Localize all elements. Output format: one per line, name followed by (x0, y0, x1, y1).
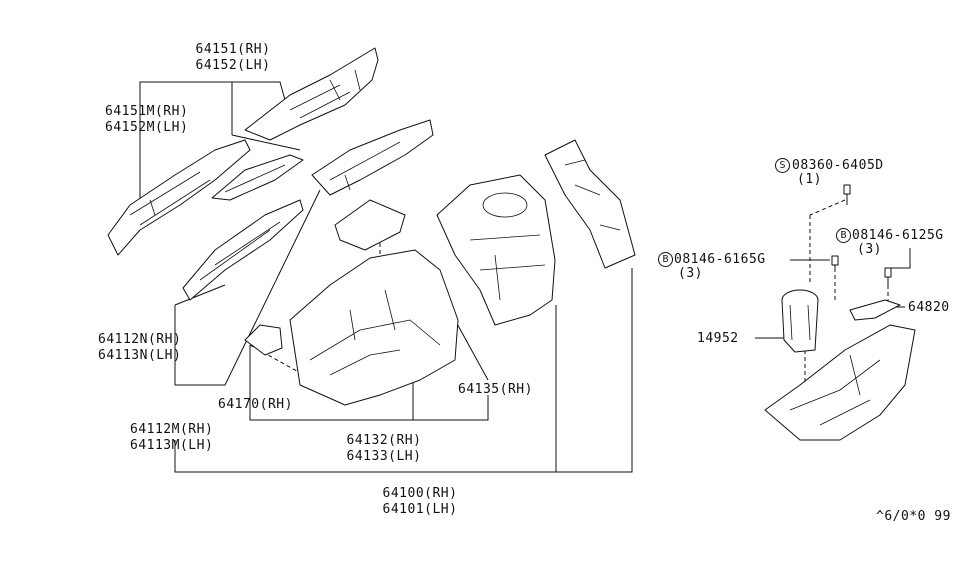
label-64113n: 64113N(LH) (98, 348, 182, 363)
label-64113m: 64113M(LH) (130, 438, 214, 453)
part-64132-housing (289, 249, 459, 406)
label-bolt2-qty: (3) (678, 266, 703, 281)
screw-badge-icon: S (775, 158, 790, 173)
part-small-bracket (211, 154, 304, 201)
part-14952-bracket (781, 289, 819, 353)
part-64135-housing (436, 174, 556, 326)
label-64820: 64820 (908, 300, 950, 315)
part-64112m-member (311, 119, 434, 196)
label-64152m: 64152M(LH) (105, 120, 189, 135)
label-14952: 14952 (697, 331, 739, 346)
bolt-badge-icon: B (658, 252, 673, 267)
label-64112m: 64112M(RH) (130, 422, 214, 437)
label-screw-part: 08360-6405D (792, 158, 884, 173)
diagram-code: ^6/0*0 99 (876, 509, 951, 524)
label-64170: 64170(RH) (218, 397, 293, 412)
part-64820-bracket (849, 299, 901, 321)
label-bolt1-part: 08146-6125G (852, 228, 944, 243)
part-64112n-rail (182, 199, 304, 301)
label-bolt1-qty: (3) (857, 242, 882, 257)
label-64100: 64100(RH) (382, 486, 458, 501)
bolt-badge-icon: B (836, 228, 851, 243)
label-screw-qty: (1) (797, 172, 822, 187)
label-64151m: 64151M(RH) (105, 104, 189, 119)
label-64151: 64151(RH) (195, 42, 271, 57)
label-64133: 64133(LH) (346, 449, 422, 464)
part-apron (764, 324, 916, 441)
label-64112n: 64112N(RH) (98, 332, 182, 347)
label-64101: 64101(LH) (382, 502, 458, 517)
label-64132: 64132(RH) (346, 433, 422, 448)
part-plate (334, 199, 406, 251)
label-64152: 64152(LH) (195, 58, 271, 73)
part-64151m-rail (107, 139, 251, 256)
bolt-group (831, 184, 892, 285)
label-64135: 64135(RH) (458, 382, 533, 397)
label-bolt2-part: 08146-6165G (674, 252, 766, 267)
part-64170-bracket (244, 324, 283, 356)
part-64100-panel (544, 139, 636, 269)
part-64151-rail (244, 47, 379, 141)
